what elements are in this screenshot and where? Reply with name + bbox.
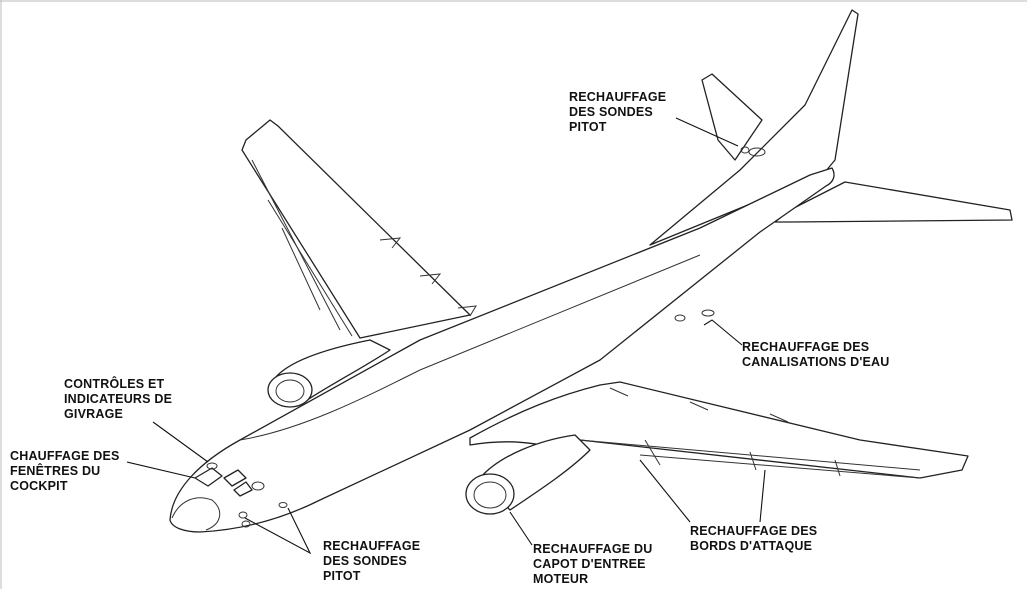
label-water-lines: RECHAUFFAGE DES CANALISATIONS D'EAU <box>742 340 890 369</box>
label-ice-controls: CONTRÔLES ET INDICATEURS DE GIVRAGE <box>64 377 173 421</box>
leader-leading-edges <box>639 459 691 523</box>
label-cockpit-windows: CHAUFFAGE DES FENÊTRES DU COCKPIT <box>10 449 120 493</box>
label-pitot-nose: RECHAUFFAGE DES SONDES PITOT <box>323 539 421 583</box>
fuselage <box>169 167 835 533</box>
leader-engine-inlet <box>509 511 533 546</box>
label-engine-inlet: RECHAUFFAGE DU CAPOT D'ENTREE MOTEUR <box>533 542 653 586</box>
leader-cockpit-windows <box>126 461 196 479</box>
left-wing <box>241 119 477 339</box>
leader-pitot-tail <box>675 117 739 147</box>
leader-ice-controls <box>152 421 209 463</box>
label-leading-edges: RECHAUFFAGE DES BORDS D'ATTAQUE <box>690 524 818 553</box>
label-pitot-tail: RECHAUFFAGE DES SONDES PITOT <box>569 90 667 134</box>
right-wing <box>469 381 969 479</box>
left-engine <box>267 339 391 408</box>
leader-leading-edges-2 <box>759 469 766 523</box>
leader-pitot-nose <box>244 507 312 555</box>
right-engine <box>465 434 591 515</box>
leader-water-lines <box>703 319 743 346</box>
